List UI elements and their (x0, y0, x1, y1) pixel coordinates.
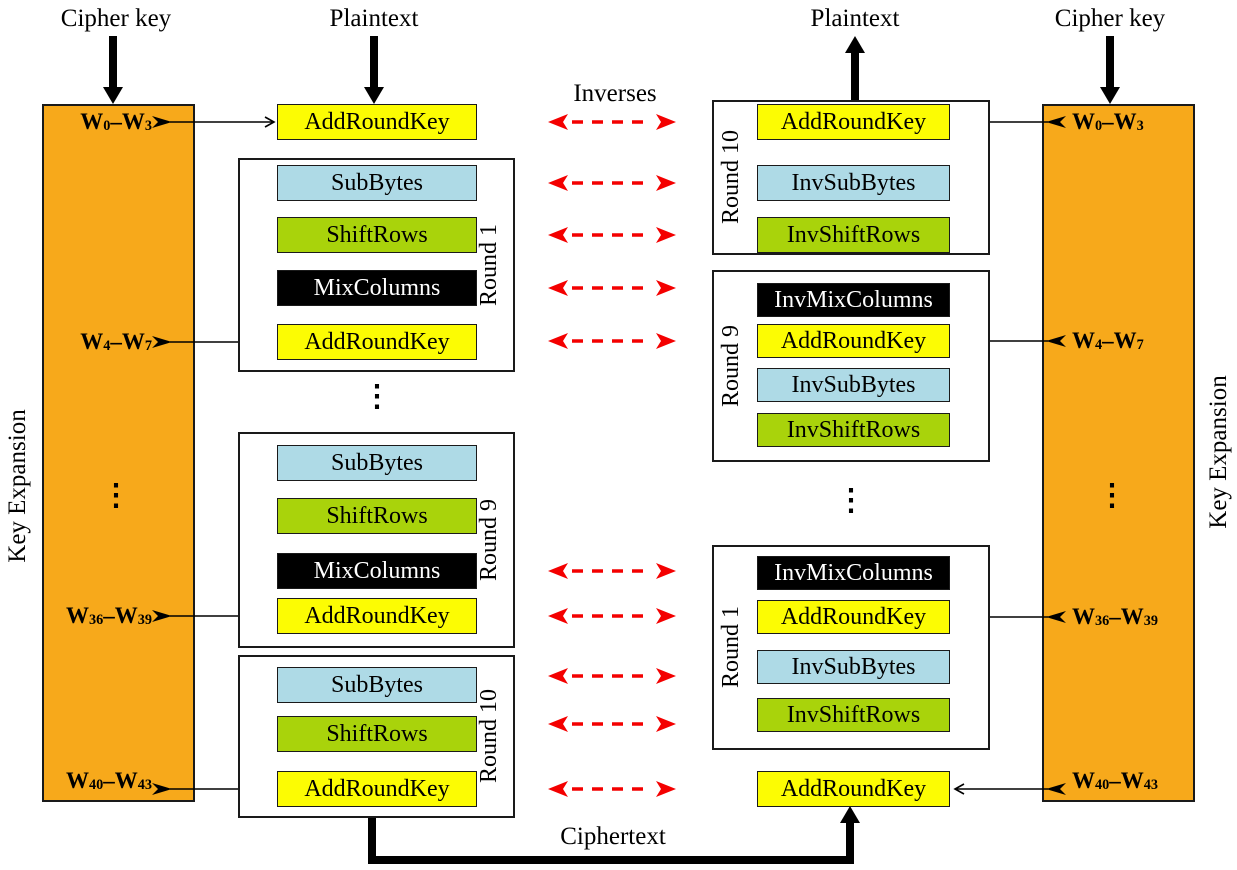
inverse-arrow-10 (548, 781, 676, 797)
cipher-key-left-arrow (103, 36, 123, 104)
dec-round9-addroundkey-box: AddRoundKey (757, 324, 950, 358)
enc-round9-mixcolumns-box: MixColumns (277, 553, 477, 589)
dec-round1-label: Round 1 (718, 606, 744, 689)
dec-round1-invshiftrows-box: InvShiftRows (757, 698, 950, 732)
dec-round10-label: Round 10 (718, 130, 744, 225)
enc-round9-label: Round 9 (476, 499, 502, 582)
key-expansion-right-label: Key Expansion (1205, 375, 1232, 529)
dec-round9-invmixcolumns-box: InvMixColumns (757, 283, 950, 317)
key-expansion-bar-left (42, 104, 195, 802)
enc-round1-addroundkey-box: AddRoundKey (277, 324, 477, 360)
cipher-key-right-arrow (1100, 36, 1120, 104)
inverse-arrows-group (548, 114, 676, 797)
key-expansion-left-ellipsis: ⋮ (101, 479, 131, 512)
dec-round1-addroundkey-box: AddRoundKey (757, 600, 950, 634)
enc-round1-subbytes-box: SubBytes (277, 165, 477, 201)
enc-round9-subbytes-box: SubBytes (277, 445, 477, 481)
inverse-arrow-2 (548, 175, 676, 191)
plaintext-right-arrow (845, 36, 865, 104)
enc-round10-subbytes-box: SubBytes (277, 667, 477, 703)
cipher-key-left-label: Cipher key (60, 5, 172, 32)
inverse-arrow-1 (548, 114, 676, 130)
enc-round1-label: Round 1 (476, 224, 502, 307)
ciphertext-label: Ciphertext (560, 823, 666, 850)
inverse-arrow-5 (548, 333, 676, 349)
dec-round9-label: Round 9 (718, 325, 744, 408)
enc-round9-shiftrows-box: ShiftRows (277, 498, 477, 534)
key-expansion-bar-right (1042, 104, 1195, 802)
inverse-arrow-3 (548, 227, 676, 243)
dec-round1-invmixcolumns-box: InvMixColumns (757, 556, 950, 590)
cipher-key-right-label: Cipher key (1054, 5, 1166, 32)
plaintext-left-label: Plaintext (329, 5, 419, 32)
enc-round1-mixcolumns-box: MixColumns (277, 270, 477, 306)
enc-rounds-ellipsis: ⋮ (362, 380, 392, 413)
dec-round10-addroundkey-box: AddRoundKey (757, 104, 950, 140)
key-expansion-right-ellipsis: ⋮ (1097, 479, 1127, 512)
dec-round1-invsubbytes-box: InvSubBytes (757, 650, 950, 684)
plaintext-right-label: Plaintext (810, 5, 900, 32)
dec-rounds-ellipsis: ⋮ (836, 484, 866, 517)
dec-round10-invsubbytes-box: InvSubBytes (757, 165, 950, 201)
dec-round9-invsubbytes-box: InvSubBytes (757, 368, 950, 402)
inverse-arrow-6 (548, 563, 676, 579)
enc-round10-label: Round 10 (476, 689, 502, 784)
dec-round9-invshiftrows-box: InvShiftRows (757, 413, 950, 447)
dec-round10-invshiftrows-box: InvShiftRows (757, 217, 950, 253)
inverse-arrow-4 (548, 280, 676, 296)
enc-round10-shiftrows-box: ShiftRows (277, 716, 477, 752)
key-expansion-left-label: Key Expansion (4, 409, 31, 563)
plaintext-left-arrow (364, 36, 384, 104)
inverses-label: Inverses (573, 80, 657, 107)
enc-initial-addroundkey-box: AddRoundKey (277, 104, 477, 140)
inverse-arrow-9 (548, 716, 676, 732)
enc-round1-shiftrows-box: ShiftRows (277, 217, 477, 253)
enc-round9-addroundkey-box: AddRoundKey (277, 598, 477, 634)
inverse-arrow-8 (548, 668, 676, 684)
dec-final-addroundkey-box: AddRoundKey (757, 771, 950, 807)
enc-round10-addroundkey-box: AddRoundKey (277, 771, 477, 807)
inverse-arrow-7 (548, 608, 676, 624)
